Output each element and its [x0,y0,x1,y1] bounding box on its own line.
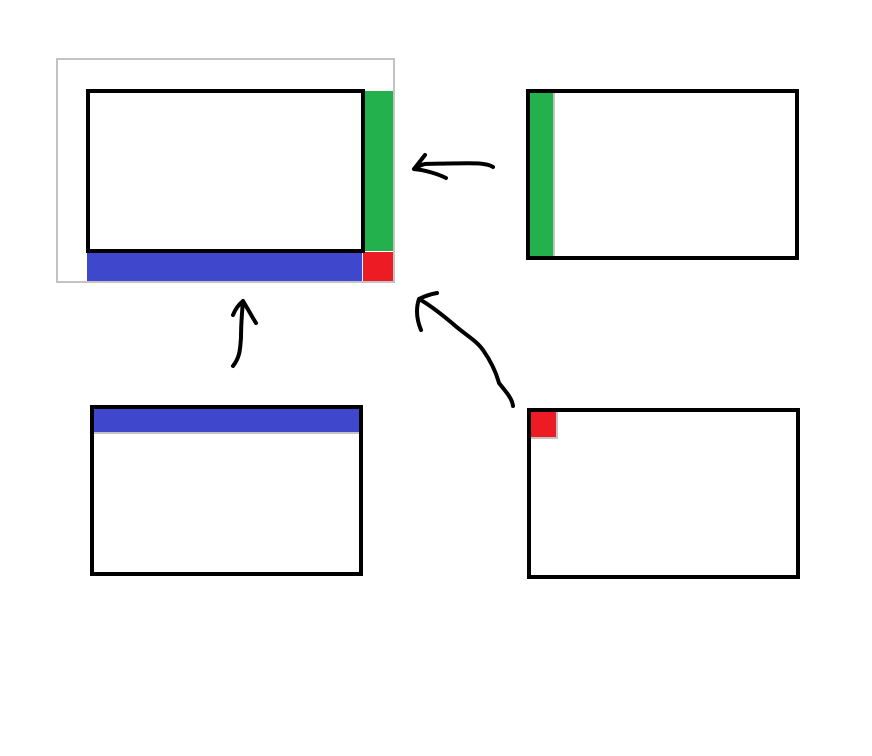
vertical-bar-arrow [412,153,495,180]
corner-arrow [414,291,515,408]
vertical-bar-source-panel [526,89,799,260]
combined-panel [56,58,395,283]
source-corner [530,412,556,438]
corner-source-panel [527,408,800,579]
source-corner-edge [530,412,558,439]
horizontal-bar-source-outline [90,405,363,576]
horizontal-bar-source-panel [90,405,363,576]
source-horizontal-bar [94,409,360,432]
horizontal-bar-arrow [231,299,258,368]
connection-arrows [231,153,515,408]
combined-horizontal-bar [87,252,362,281]
combined-vertical-bar [363,91,393,251]
combined-outer-bounds [56,58,395,283]
vertical-bar-source-outline [526,89,799,260]
combined-content-area [86,89,365,253]
corner-source-outline [527,408,800,579]
combined-corner [363,252,393,281]
source-vertical-bar [530,93,553,257]
